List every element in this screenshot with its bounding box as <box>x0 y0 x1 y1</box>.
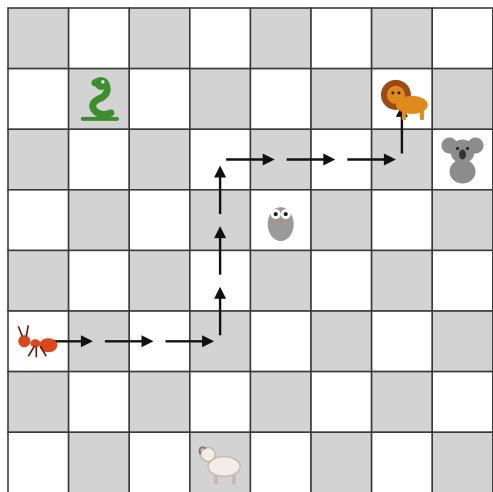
board-cell <box>129 432 190 492</box>
board-cell <box>432 8 493 69</box>
board-cell <box>372 372 433 433</box>
board-cell <box>372 311 433 372</box>
board-cell <box>432 69 493 130</box>
board-cell <box>250 372 311 433</box>
board-cell <box>250 250 311 311</box>
board-cell <box>8 69 69 130</box>
board-cell <box>250 69 311 130</box>
board-cell <box>8 372 69 433</box>
board-cell <box>129 69 190 130</box>
board-cell <box>190 372 251 433</box>
board-cell <box>129 250 190 311</box>
board-cell <box>250 8 311 69</box>
board-cell <box>311 432 372 492</box>
board-cell <box>8 8 69 69</box>
board-cell <box>250 311 311 372</box>
board-cell <box>250 432 311 492</box>
board-cell <box>311 372 372 433</box>
board-cell <box>69 129 130 190</box>
board-grid <box>8 8 493 492</box>
board-cell <box>432 311 493 372</box>
board-cell <box>432 432 493 492</box>
board-cell <box>8 190 69 251</box>
board-cell <box>69 372 130 433</box>
board-cell <box>311 190 372 251</box>
board-cell <box>372 250 433 311</box>
board-cell <box>8 250 69 311</box>
board-cell <box>8 432 69 492</box>
board-cell <box>129 8 190 69</box>
board-cell <box>69 250 130 311</box>
board-cell <box>129 129 190 190</box>
board-cell <box>190 69 251 130</box>
board-cell <box>129 372 190 433</box>
board-cell <box>311 250 372 311</box>
board-cell <box>69 190 130 251</box>
board-cell <box>311 8 372 69</box>
board-cell <box>129 190 190 251</box>
owl-icon <box>268 207 294 241</box>
board-cell <box>372 8 433 69</box>
board-cell <box>372 432 433 492</box>
board-cell <box>432 190 493 251</box>
board-cell <box>69 432 130 492</box>
board-cell <box>432 372 493 433</box>
board-cell <box>311 69 372 130</box>
board-cell <box>432 250 493 311</box>
board-cell <box>372 190 433 251</box>
board-cell <box>311 311 372 372</box>
board-cell <box>8 129 69 190</box>
board-cell <box>190 8 251 69</box>
board-cell <box>69 8 130 69</box>
